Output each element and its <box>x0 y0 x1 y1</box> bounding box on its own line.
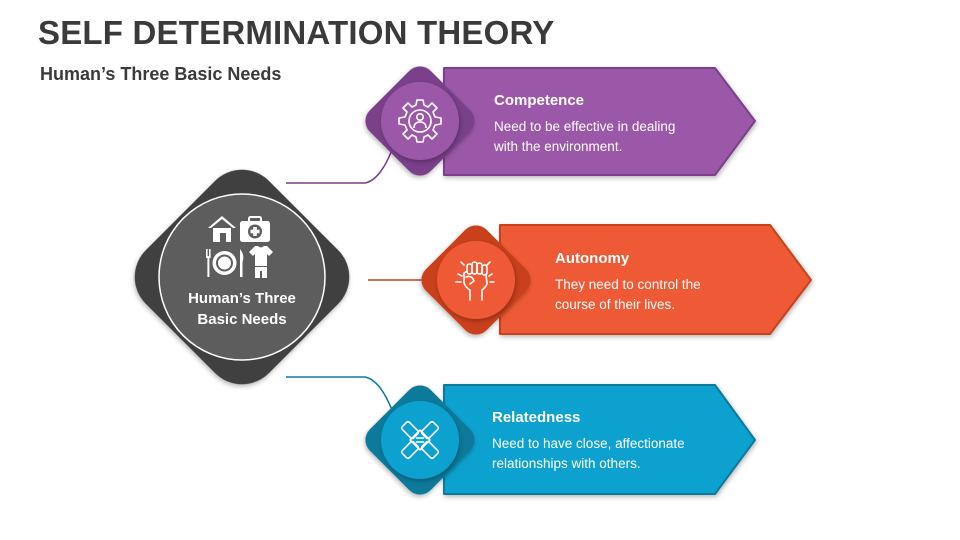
center-label-line1: Human’s Three <box>188 290 296 307</box>
competence-title: Competence <box>494 92 585 109</box>
competence-description-line2: with the environment. <box>494 139 623 154</box>
competence-description-line1: Need to be effective in dealing <box>494 119 676 134</box>
relatedness-title: Relatedness <box>492 409 581 426</box>
page-title: SELF DETERMINATION THEORY <box>38 14 555 51</box>
first-aid-kit-icon <box>240 216 270 242</box>
page-subtitle: Human’s Three Basic Needs <box>40 64 282 84</box>
center-label-line2: Basic Needs <box>197 311 287 328</box>
relatedness-text: Relatedness Need to have close, affectio… <box>492 409 685 474</box>
autonomy-text: Autonomy They need to control the course… <box>555 250 701 315</box>
relatedness-description-line1: Need to have close, affectionate <box>492 436 685 451</box>
raised-fist-icon <box>455 261 495 301</box>
autonomy-description-line1: They need to control the <box>555 277 701 292</box>
connector-competence <box>286 149 393 184</box>
relatedness-description-line2: relationships with others. <box>492 456 641 471</box>
connector-relatedness <box>286 376 393 411</box>
center-label: Human’s Three Basic Needs <box>172 288 312 330</box>
autonomy-description-line2: course of their lives. <box>555 297 676 312</box>
autonomy-icon-circle <box>437 241 515 319</box>
relatedness-icon-circle <box>381 401 459 479</box>
competence-text: Competence Need to be effective in deali… <box>494 92 675 157</box>
autonomy-title: Autonomy <box>555 250 630 267</box>
gear-person-icon <box>398 99 442 143</box>
house-icon <box>208 216 236 242</box>
joined-hands-icon <box>400 420 440 460</box>
plate-cutlery-icon <box>206 249 244 277</box>
clothing-icon <box>249 246 273 278</box>
